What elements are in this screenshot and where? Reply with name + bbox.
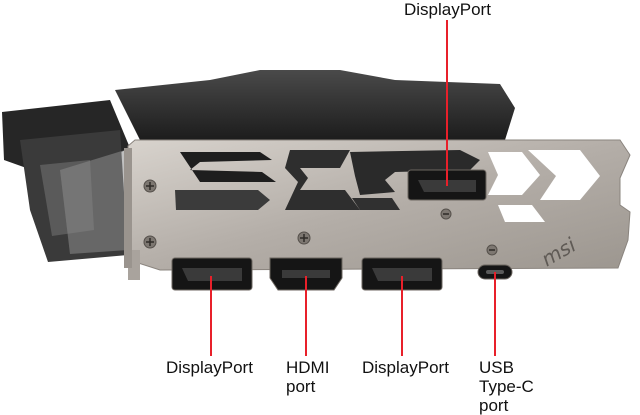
screw-icon — [440, 208, 452, 220]
screw-icon — [143, 235, 157, 249]
hdmi-connector — [269, 257, 343, 291]
io-bracket: msi — [124, 139, 631, 280]
label-hdmi-port: port — [286, 377, 316, 396]
displayport-connector — [361, 257, 443, 291]
screw-icon — [486, 244, 498, 256]
label-usb-port: port — [479, 396, 509, 415]
callout-lines — [210, 20, 496, 356]
screw-icon — [143, 179, 157, 193]
label-hdmi: HDMI — [286, 358, 330, 377]
label-top-displayport: DisplayPort — [404, 0, 491, 19]
screw-icon — [297, 231, 311, 245]
label-usb: USB — [479, 358, 514, 377]
vent-cutouts — [175, 150, 600, 222]
label-displayport-right: DisplayPort — [362, 358, 449, 377]
label-usb-type-c: Type-C — [479, 377, 534, 396]
cooler-shroud — [2, 70, 515, 262]
displayport-connector — [171, 257, 253, 291]
label-displayport-left: DisplayPort — [166, 358, 253, 377]
